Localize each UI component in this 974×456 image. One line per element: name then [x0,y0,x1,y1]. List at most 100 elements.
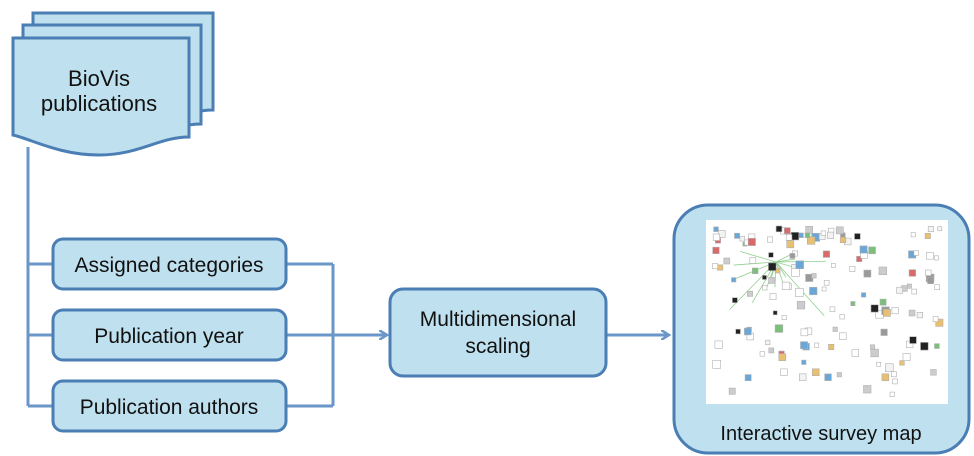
paper-thumbnail [932,316,939,323]
paper-thumbnail [728,387,736,395]
paper-thumbnail [800,341,808,350]
paper-thumbnail [781,281,791,291]
paper-thumbnail [839,236,847,244]
paper-thumbnail [785,234,793,241]
paper-thumbnail [902,353,911,361]
paper-thumbnail [937,226,943,232]
feature-box-publication-year: Publication year [51,308,288,362]
paper-thumbnail [717,264,724,271]
paper-thumbnail [884,363,894,372]
paper-thumbnail [892,378,898,385]
paper-thumbnail [934,284,940,290]
paper-thumbnail [822,250,831,258]
paper-thumbnail [789,253,796,259]
paper-thumbnail [876,361,881,367]
paper-thumbnail [850,301,856,306]
paper-thumbnail [744,327,752,336]
paper-thumbnail [768,262,777,271]
paper-thumbnail [880,328,888,336]
paper-thumbnail [735,328,741,335]
paper-thumbnail [881,373,890,381]
paper-thumbnail [772,310,778,316]
documents-label-line1: BioVis [68,66,130,91]
feature-box-publication-authors: Publication authors [51,379,288,433]
paper-thumbnail [795,260,804,269]
process-box-mds: Multidimensional scaling [388,287,608,378]
paper-thumbnail [861,292,867,298]
paper-thumbnail [805,226,814,234]
paper-thumbnail [723,257,731,265]
paper-thumbnail [835,226,844,235]
paper-thumbnail [899,360,905,366]
paper-thumbnail [925,269,932,276]
paper-thumbnail [924,233,931,240]
paper-thumbnail [791,268,800,277]
paper-thumbnail [836,372,842,378]
paper-thumbnail [891,307,899,315]
paper-thumbnail [870,344,876,350]
paper-thumbnail [890,371,897,378]
paper-thumbnail [800,328,809,337]
process-label-line1: Multidimensional [420,308,576,331]
paper-thumbnail [778,353,787,362]
paper-thumbnail [824,373,832,381]
connectors [26,147,668,408]
paper-thumbnail [889,391,895,397]
paper-thumbnail [731,277,737,283]
paper-thumbnail [935,318,944,327]
paper-thumbnail [795,288,804,297]
paper-thumbnail [913,250,919,256]
output-node: Interactive survey map [672,203,971,455]
paper-thumbnail [927,226,934,233]
paper-thumbnail [767,236,774,243]
paper-thumbnail [823,279,830,286]
paper-thumbnail [796,301,806,310]
paper-thumbnail [749,257,757,264]
paper-thumbnail [879,298,887,306]
paper-thumbnail [927,277,934,285]
paper-thumbnail [930,369,937,376]
documents-node: BioVis publications [11,11,215,157]
feature-box-assigned-categories: Assigned categories [51,237,288,291]
paper-thumbnail [934,343,940,349]
paper-thumbnail [768,347,775,354]
map-link-line [775,258,795,263]
paper-thumbnail [859,245,868,254]
process-label-line2: scaling [465,335,530,358]
paper-thumbnail [870,348,879,358]
paper-thumbnail [712,263,719,270]
paper-thumbnail [916,311,923,319]
paper-thumbnail [883,308,891,317]
paper-thumbnail [909,336,917,344]
paper-thumbnail [814,342,820,348]
paper-thumbnail [759,351,765,357]
paper-thumbnail [783,227,791,234]
paper-thumbnail [906,283,912,289]
paper-thumbnail [806,236,816,245]
paper-thumbnail [863,385,872,394]
paper-thumbnail [851,349,860,357]
paper-thumbnail [712,233,721,241]
paper-thumbnail [762,275,767,280]
paper-thumbnail [744,374,752,382]
paper-thumbnail [832,326,838,332]
paper-thumbnail [933,255,939,261]
paper-thumbnail [798,232,804,238]
map-link-line [775,261,787,277]
paper-thumbnail [732,297,738,304]
paper-thumbnail [854,233,861,240]
paper-thumbnail [739,236,745,242]
paper-thumbnail [790,232,800,241]
paper-thumbnail [826,231,834,239]
paper-thumbnail [762,285,768,291]
map-link-line [740,251,777,263]
paper-thumbnail [811,368,820,376]
paper-thumbnail [878,266,887,275]
paper-thumbnail [751,267,759,274]
feature-label-publication-authors: Publication authors [80,396,259,419]
paper-thumbnail [713,226,719,232]
paper-thumbnail [908,309,916,317]
paper-thumbnail [769,293,777,301]
paper-thumbnail [747,290,753,297]
